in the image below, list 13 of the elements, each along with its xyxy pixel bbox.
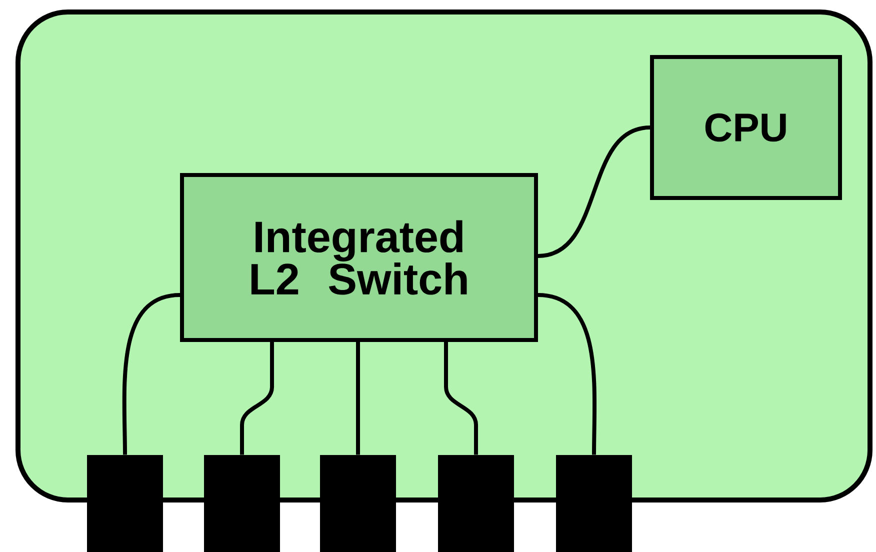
connector-line bbox=[240, 342, 274, 455]
connector-line bbox=[444, 342, 478, 455]
connector-line bbox=[538, 126, 650, 258]
connector-line bbox=[356, 342, 360, 455]
port-block bbox=[87, 455, 163, 552]
connector-line bbox=[538, 293, 597, 455]
switch-box: Integrated L2 Switch bbox=[180, 173, 538, 342]
port-block bbox=[438, 455, 514, 552]
port-block bbox=[320, 455, 396, 552]
port-block bbox=[556, 455, 632, 552]
cpu-box: CPU bbox=[650, 55, 842, 200]
connector-line bbox=[122, 293, 180, 455]
port-block bbox=[204, 455, 280, 552]
